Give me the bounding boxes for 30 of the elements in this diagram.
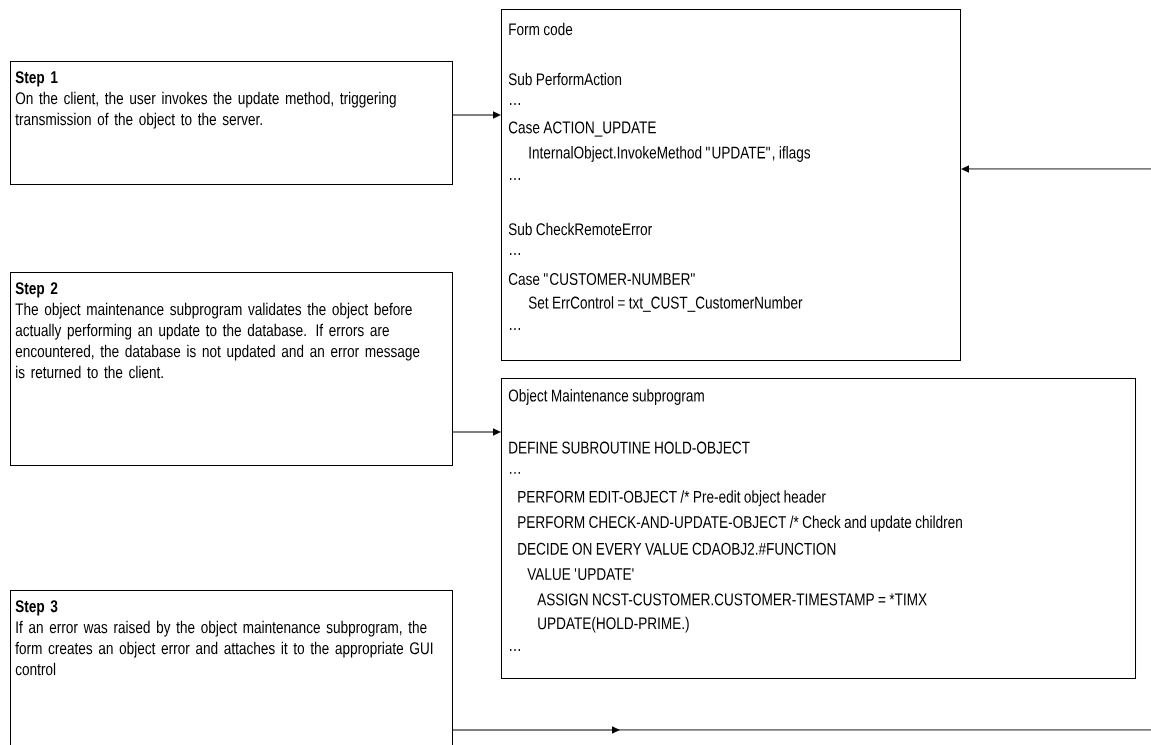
step-box: Step 1 On the client, the user invokes the update method, triggering transmission of the object to the server. — [10, 61, 453, 185]
code-line: … — [510, 472, 520, 474]
code-line: Case "CUSTOMER-NUMBER" — [508, 273, 695, 286]
code-line: … — [510, 178, 520, 180]
step-box: Step 2 The object maintenance subprogram validates the object before actually performing an update to the database. If errors are encountered, the database is not updated and an error message is returned to the client. — [10, 272, 453, 466]
code-line: PERFORM EDIT-OBJECT /* Pre-edit object header — [518, 490, 826, 507]
code-box — [501, 378, 1136, 679]
code-line: Sub CheckRemoteError — [508, 222, 652, 236]
box-title: Form code — [509, 22, 573, 36]
code-line: InternalObject.InvokeMethod "UPDATE", iflags — [529, 146, 811, 162]
code-line: Set ErrControl = txt_CUST_CustomerNumber — [528, 296, 803, 312]
code-line: … — [510, 253, 520, 255]
code-line: Case ACTION_UPDATE — [508, 121, 656, 137]
arrow — [452, 726, 620, 734]
code-box — [501, 9, 961, 361]
arrow — [452, 111, 501, 119]
arrow — [452, 428, 501, 436]
code-line: … — [510, 103, 520, 105]
code-line: Sub PerformAction — [508, 72, 622, 86]
code-line: VALUE 'UPDATE' — [527, 568, 634, 581]
code-line: PERFORM CHECK-AND-UPDATE-OBJECT /* Check and update children — [518, 515, 962, 532]
code-line: DEFINE SUBROUTINE HOLD-OBJECT — [509, 441, 750, 454]
code-line: UPDATE(HOLD-PRIME.) — [538, 616, 689, 633]
code-line: … — [510, 649, 520, 651]
step-box: Step 3 If an error was raised by the object maintenance subprogram, the form creates an object error and attaches it to the appropriate GUI control — [10, 590, 453, 745]
box-title: Object Maintenance subprogram — [508, 389, 704, 405]
code-line: ASSIGN NCST-CUSTOMER.CUSTOMER-TIMESTAMP = *TIMX — [537, 593, 927, 606]
code-line: … — [510, 328, 520, 330]
arrow — [961, 165, 1151, 173]
code-line: DECIDE ON EVERY VALUE CDAOBJ2.#FUNCTION — [518, 542, 836, 555]
